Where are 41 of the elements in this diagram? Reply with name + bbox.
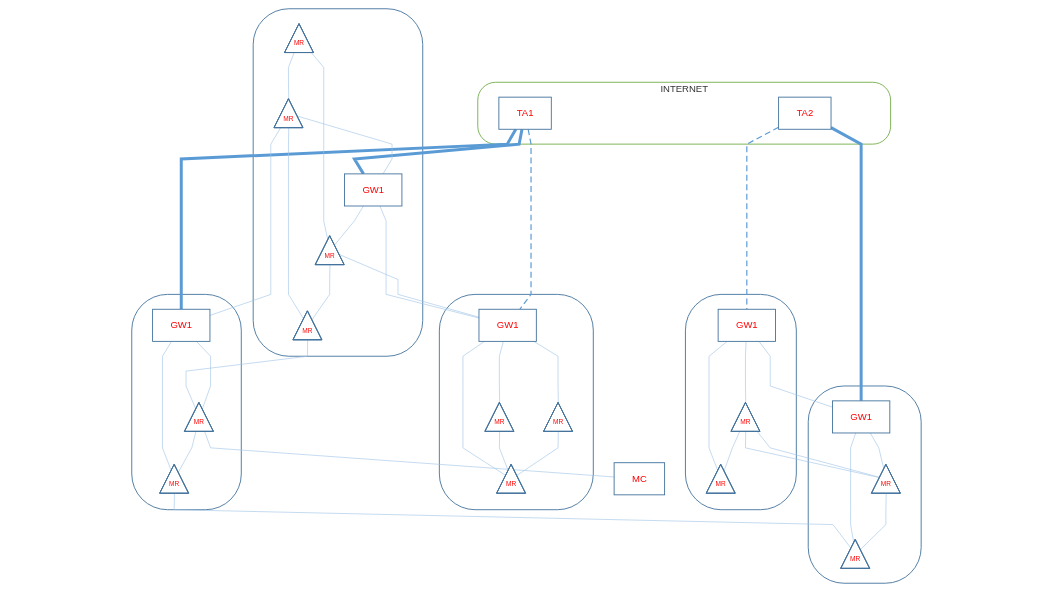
connector	[287, 52, 294, 100]
connector	[177, 431, 196, 473]
connector	[859, 493, 886, 550]
connector	[179, 128, 517, 310]
connector	[287, 127, 304, 320]
connector	[849, 432, 856, 544]
node-box: MC	[613, 462, 665, 496]
connector	[351, 129, 523, 175]
connector	[203, 431, 614, 478]
connector	[533, 341, 559, 404]
node-box: TA1	[497, 96, 552, 130]
connector	[462, 341, 506, 476]
connector	[173, 493, 851, 549]
cluster	[130, 293, 242, 511]
connector	[744, 341, 746, 404]
cluster	[684, 293, 797, 511]
connector	[195, 341, 211, 410]
cluster	[438, 293, 594, 511]
connector	[311, 264, 330, 320]
connector	[338, 254, 479, 318]
connector	[708, 341, 727, 472]
connector	[185, 339, 308, 410]
node-box: TA2	[777, 96, 831, 130]
connector	[516, 431, 559, 476]
node-box: GW1	[151, 308, 210, 342]
node-box: GW1	[831, 400, 890, 434]
connector	[829, 126, 863, 401]
node-box: GW1	[343, 173, 402, 207]
cluster	[252, 8, 423, 357]
connector	[869, 432, 884, 470]
connector	[498, 341, 504, 404]
connector	[209, 127, 281, 316]
connector	[723, 431, 740, 472]
connector	[333, 205, 364, 246]
connector	[379, 205, 479, 319]
connector	[296, 115, 392, 175]
cluster	[807, 385, 922, 584]
connector	[518, 128, 532, 310]
connector	[758, 341, 833, 408]
node-box: GW1	[478, 308, 537, 342]
node-box: GW1	[717, 308, 776, 342]
